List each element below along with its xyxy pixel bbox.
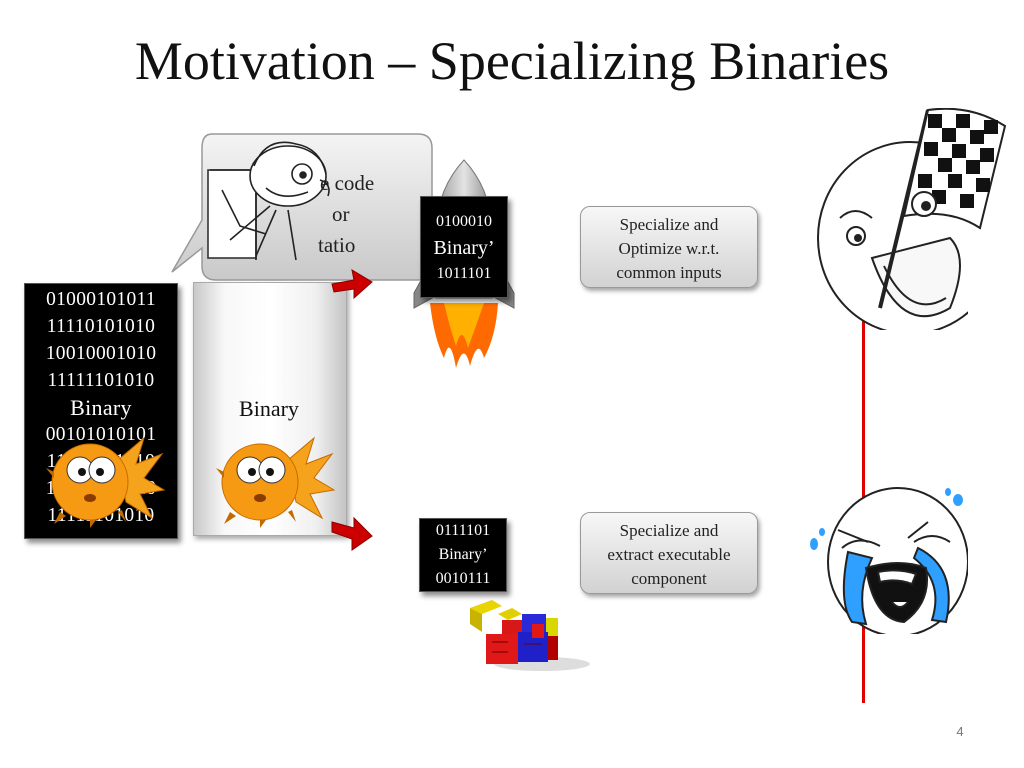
pufferfish-icon bbox=[46, 436, 166, 528]
winner-face-icon bbox=[817, 108, 1007, 330]
binary-line: 0111101 bbox=[435, 522, 491, 539]
binary-label: Binary bbox=[239, 396, 299, 421]
speech-bubble bbox=[171, 133, 433, 281]
specialized-binary-top: 0100010 Binary’ 1011101 bbox=[420, 196, 508, 298]
binary-line: 10010001010 bbox=[45, 343, 157, 364]
step-line: component bbox=[631, 569, 707, 588]
puzzle-blocks-icon bbox=[470, 600, 590, 671]
bubble-line: or bbox=[332, 202, 350, 226]
arrow-right-icon bbox=[331, 268, 373, 300]
crying-face-icon bbox=[810, 487, 968, 634]
bubble-text: e code or tatio bbox=[296, 168, 436, 261]
step-line: Optimize w.r.t. bbox=[618, 239, 720, 258]
page-number: 4 bbox=[956, 724, 964, 739]
binary-label: Binary’ bbox=[433, 237, 495, 259]
flame-icon bbox=[430, 303, 498, 368]
binary-line: 11111101010 bbox=[47, 370, 155, 391]
binary-line: 00101010101 bbox=[45, 424, 157, 445]
binary-label: Binary bbox=[70, 395, 132, 420]
arrow-right-icon bbox=[331, 516, 373, 551]
step-line: Specialize and bbox=[619, 521, 719, 540]
step-line: Specialize and bbox=[619, 215, 719, 234]
binary-line: 01000101011 bbox=[46, 289, 156, 310]
binary-line: 0100010 bbox=[436, 213, 492, 230]
step-line: extract executable bbox=[607, 545, 731, 564]
step-line: common inputs bbox=[616, 263, 722, 282]
thinking-face-icon bbox=[207, 141, 330, 261]
binary-line: 11110101010 bbox=[46, 316, 156, 337]
pufferfish-icon bbox=[216, 436, 336, 528]
binary-line: 1011101 bbox=[436, 265, 492, 282]
slide-title: Motivation – Specializing Binaries bbox=[134, 31, 890, 91]
binary-line: 0010111 bbox=[435, 570, 491, 587]
specialized-binary-bottom: 0111101 Binary’ 0010111 bbox=[419, 518, 507, 592]
bubble-line: e code bbox=[320, 171, 375, 195]
bubble-line: tatio bbox=[318, 233, 356, 257]
divider-line bbox=[862, 155, 865, 703]
binary-label: Binary’ bbox=[438, 546, 488, 563]
step-optimize: Specialize and Optimize w.r.t. common in… bbox=[580, 206, 758, 288]
step-extract: Specialize and extract executable compon… bbox=[580, 512, 758, 594]
